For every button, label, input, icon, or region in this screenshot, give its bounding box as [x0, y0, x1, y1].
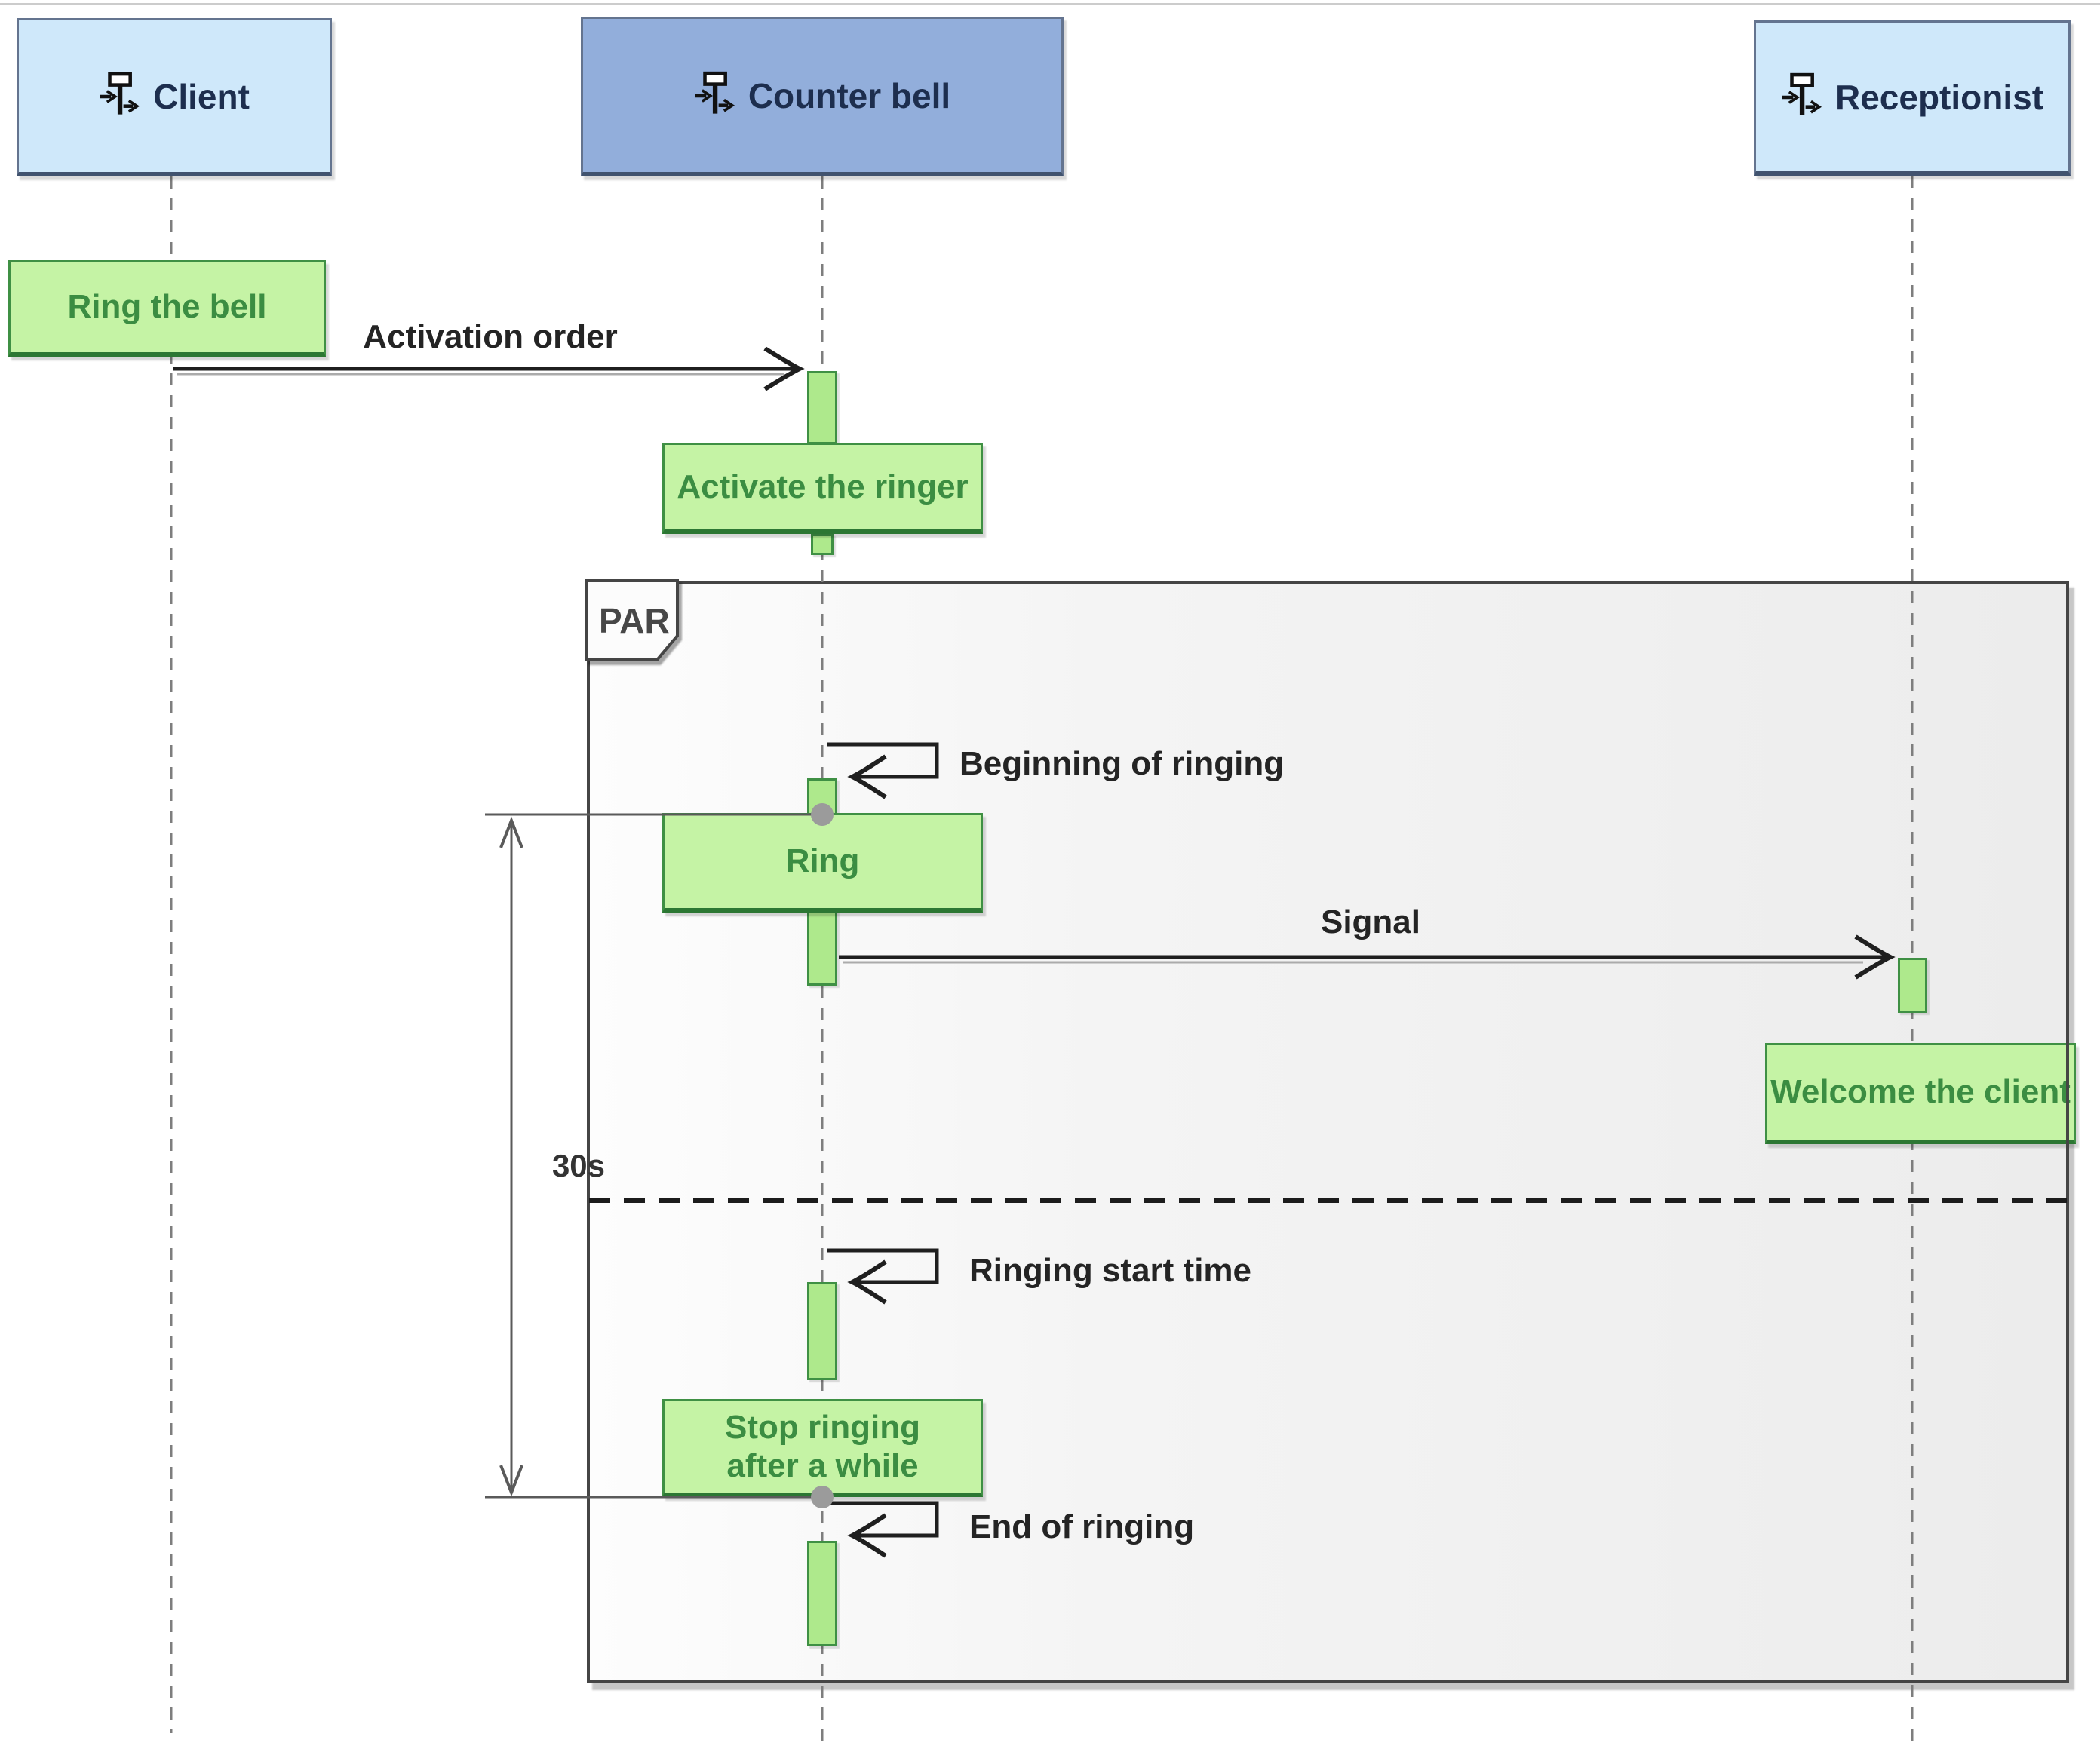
- activation-bar-start[interactable]: [807, 1282, 837, 1380]
- note-text: Stop ringing after a while: [724, 1408, 921, 1484]
- fragment-operator-label: PAR: [599, 601, 670, 640]
- note-text: Ring: [785, 842, 860, 880]
- note-text: Ring the bell: [67, 288, 267, 326]
- participant-head-receptionist[interactable]: Receptionist: [1754, 20, 2071, 176]
- note-text: Activate the ringer: [677, 468, 969, 505]
- note-ring[interactable]: Ring: [662, 813, 983, 913]
- pin-icon: [1782, 72, 1822, 115]
- duration-constraint-label[interactable]: 30s: [551, 1148, 606, 1183]
- message-label-end-of-ringing[interactable]: End of ringing: [969, 1508, 1195, 1545]
- participant-head-client[interactable]: Client: [17, 18, 332, 176]
- message-label-beginning-of-ringing[interactable]: Beginning of ringing: [959, 745, 1285, 782]
- activation-bar-stub[interactable]: [811, 534, 834, 555]
- participant-label: Counter bell: [748, 75, 951, 115]
- message-label-ringing-start-time[interactable]: Ringing start time: [969, 1252, 1252, 1289]
- activation-bar[interactable]: [807, 371, 837, 444]
- activation-bar-receptionist[interactable]: [1898, 958, 1927, 1013]
- note-welcome-the-client[interactable]: Welcome the client: [1765, 1043, 2076, 1144]
- message-label-signal[interactable]: Signal: [1320, 904, 1421, 940]
- message-label-activation-order[interactable]: Activation order: [363, 318, 618, 355]
- participant-label: Receptionist: [1834, 77, 2044, 117]
- note-activate-the-ringer[interactable]: Activate the ringer: [662, 443, 983, 534]
- top-border-line: [0, 3, 2100, 5]
- note-stop-ringing[interactable]: Stop ringing after a while: [662, 1399, 983, 1497]
- note-ring-the-bell[interactable]: Ring the bell: [8, 260, 326, 357]
- participant-label: Client: [153, 76, 250, 116]
- participant-head-counter-bell[interactable]: Counter bell: [581, 17, 1064, 176]
- pin-icon: [695, 71, 735, 114]
- activation-bar-end[interactable]: [807, 1541, 837, 1646]
- pin-icon: [100, 72, 140, 115]
- note-text: Welcome the client: [1770, 1073, 2071, 1111]
